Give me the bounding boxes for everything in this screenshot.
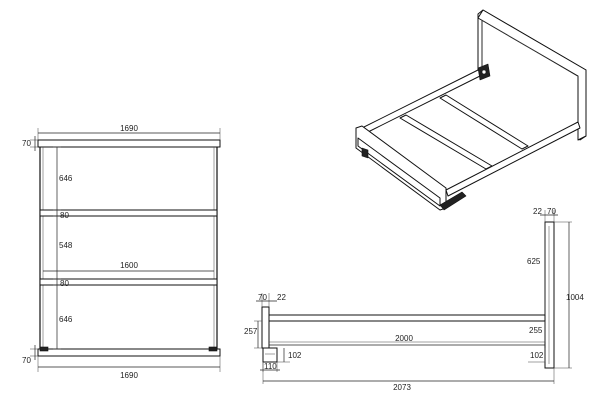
head-top-offset-label: 22 bbox=[533, 207, 542, 216]
rail-height-right-label: 255 bbox=[529, 326, 543, 335]
slat-1-label: 80 bbox=[60, 211, 69, 220]
side-rail-side bbox=[268, 314, 546, 322]
head-board-plan bbox=[37, 139, 221, 148]
headboard-iso bbox=[477, 9, 587, 141]
leg-width-label: 110 bbox=[264, 362, 277, 371]
slat-upper bbox=[39, 209, 218, 217]
clearance-right-label: 102 bbox=[530, 351, 544, 360]
top-view: 1690 1690 1600 70 70 646 80 548 80 646 bbox=[22, 124, 221, 380]
slat-iso-2 bbox=[399, 114, 493, 170]
foot-thickness-label: 70 bbox=[258, 293, 267, 302]
footboard-side bbox=[261, 306, 270, 349]
headboard-side bbox=[544, 221, 555, 369]
head-depth-label: 70 bbox=[22, 139, 31, 148]
clearance-left-label: 102 bbox=[288, 351, 302, 360]
inner-width-label: 1600 bbox=[120, 261, 138, 270]
foot-leg bbox=[262, 347, 278, 363]
bottom-width-label: 1690 bbox=[120, 371, 138, 380]
overall-height-label: 1004 bbox=[566, 293, 584, 302]
top-width-label: 1690 bbox=[120, 124, 138, 133]
foot-depth-label: 70 bbox=[22, 356, 31, 365]
gap-2-label: 548 bbox=[59, 241, 73, 250]
slat-lower bbox=[39, 278, 218, 286]
gap-1-label: 646 bbox=[59, 174, 73, 183]
slat-iso-1 bbox=[439, 94, 529, 150]
head-thickness-label: 70 bbox=[547, 207, 556, 216]
rail-height-left-label: 257 bbox=[244, 327, 258, 336]
overall-length-label: 2073 bbox=[393, 383, 411, 392]
slat-2-label: 80 bbox=[60, 279, 69, 288]
foot-board-plan bbox=[37, 348, 221, 357]
gap-3-label: 646 bbox=[59, 315, 73, 324]
inner-length-label: 2000 bbox=[395, 334, 413, 343]
upper-height-label: 625 bbox=[527, 257, 541, 266]
foot-offset-label: 22 bbox=[277, 293, 286, 302]
side-view: 2073 2000 1004 625 22 70 70 22 257 255 bbox=[244, 207, 584, 392]
isometric-view bbox=[355, 9, 587, 211]
